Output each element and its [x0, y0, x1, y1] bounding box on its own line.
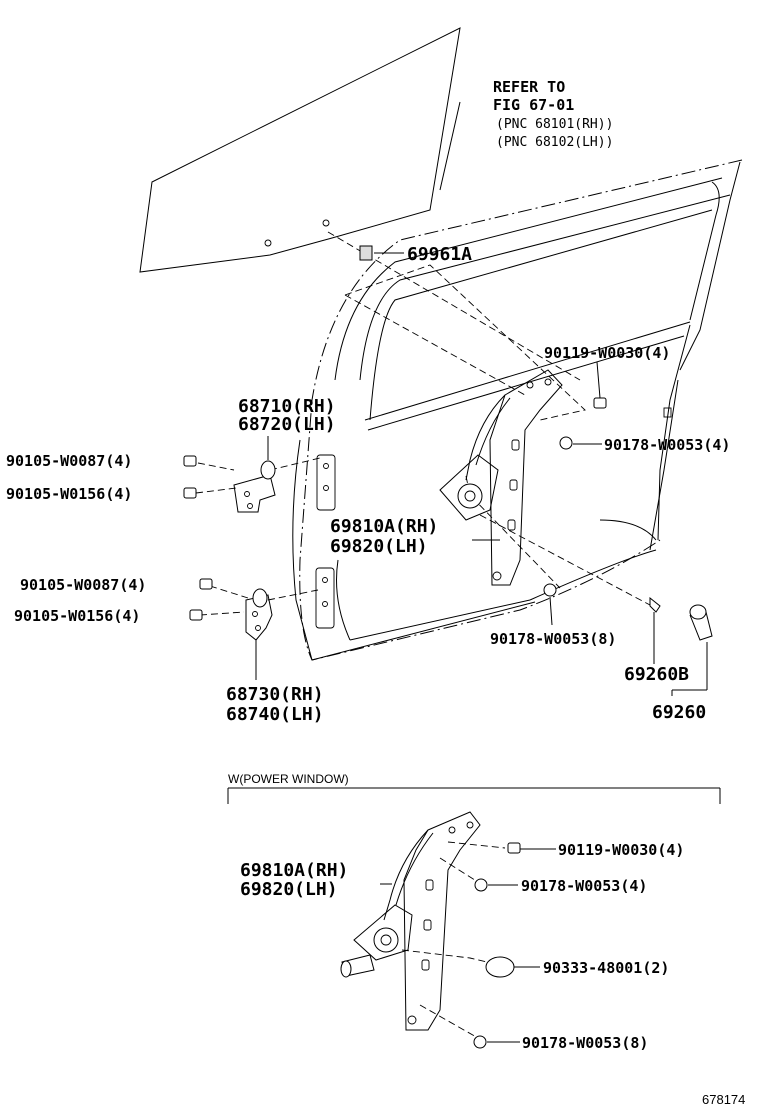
- label-69260b[interactable]: 69260B: [624, 664, 689, 685]
- lower-hinge: [189, 578, 273, 680]
- regulator-nut-top: [559, 436, 602, 450]
- label-68710[interactable]: 68710(RH): [238, 396, 336, 417]
- label-pw-69810a[interactable]: 69810A(RH): [240, 860, 348, 881]
- power-window-regulator: [340, 811, 506, 1039]
- figure-id: 678174: [702, 1092, 745, 1107]
- door-panel: [292, 159, 743, 661]
- label-pw-69820[interactable]: 69820(LH): [240, 879, 338, 900]
- label-90178-w0053-4[interactable]: 90178-W0053(4): [604, 436, 730, 454]
- pw-nut-90178-a: [474, 878, 518, 892]
- reference-lines: [195, 231, 651, 616]
- label-90105-w0087-a[interactable]: 90105-W0087(4): [6, 452, 132, 470]
- power-window-header: W(POWER WINDOW): [228, 772, 349, 786]
- refer-text-2: FIG 67-01: [493, 96, 574, 114]
- label-69810a[interactable]: 69810A(RH): [330, 516, 438, 537]
- label-68730[interactable]: 68730(RH): [226, 684, 324, 705]
- door-check: [649, 596, 713, 696]
- upper-hinge: [183, 436, 276, 513]
- label-pw-90178-8[interactable]: 90178-W0053(8): [522, 1034, 648, 1052]
- label-90178-w0053-8[interactable]: 90178-W0053(8): [490, 630, 616, 648]
- label-90105-w0087-b[interactable]: 90105-W0087(4): [20, 576, 146, 594]
- label-68720[interactable]: 68720(LH): [238, 414, 336, 435]
- label-pw-90178-4[interactable]: 90178-W0053(4): [521, 877, 647, 895]
- glass-clip: [359, 245, 404, 261]
- power-window-bracket: [227, 787, 721, 804]
- label-68740[interactable]: 68740(LH): [226, 704, 324, 725]
- label-pw-90119[interactable]: 90119-W0030(4): [558, 841, 684, 859]
- pw-plug-90333: [485, 956, 540, 978]
- refer-text-1: REFER TO: [493, 78, 565, 96]
- label-90105-w0156-b[interactable]: 90105-W0156(4): [14, 607, 140, 625]
- label-69961a[interactable]: 69961A: [407, 244, 472, 265]
- label-pw-90333[interactable]: 90333-48001(2): [543, 959, 669, 977]
- regulator-bolt: [593, 361, 607, 409]
- window-regulator: [439, 369, 563, 586]
- refer-text-4: (PNC 68102(LH)): [496, 135, 613, 150]
- refer-text-3: (PNC 68101(RH)): [496, 117, 613, 132]
- door-glass: [139, 27, 461, 273]
- pw-nut-90178-b: [473, 1035, 520, 1049]
- pw-bolt-90119: [507, 842, 556, 854]
- label-90119-w0030[interactable]: 90119-W0030(4): [544, 344, 670, 362]
- label-69820[interactable]: 69820(LH): [330, 536, 428, 557]
- regulator-nut-mid: [543, 583, 557, 626]
- label-90105-w0156-a[interactable]: 90105-W0156(4): [6, 485, 132, 503]
- label-69260[interactable]: 69260: [652, 702, 706, 723]
